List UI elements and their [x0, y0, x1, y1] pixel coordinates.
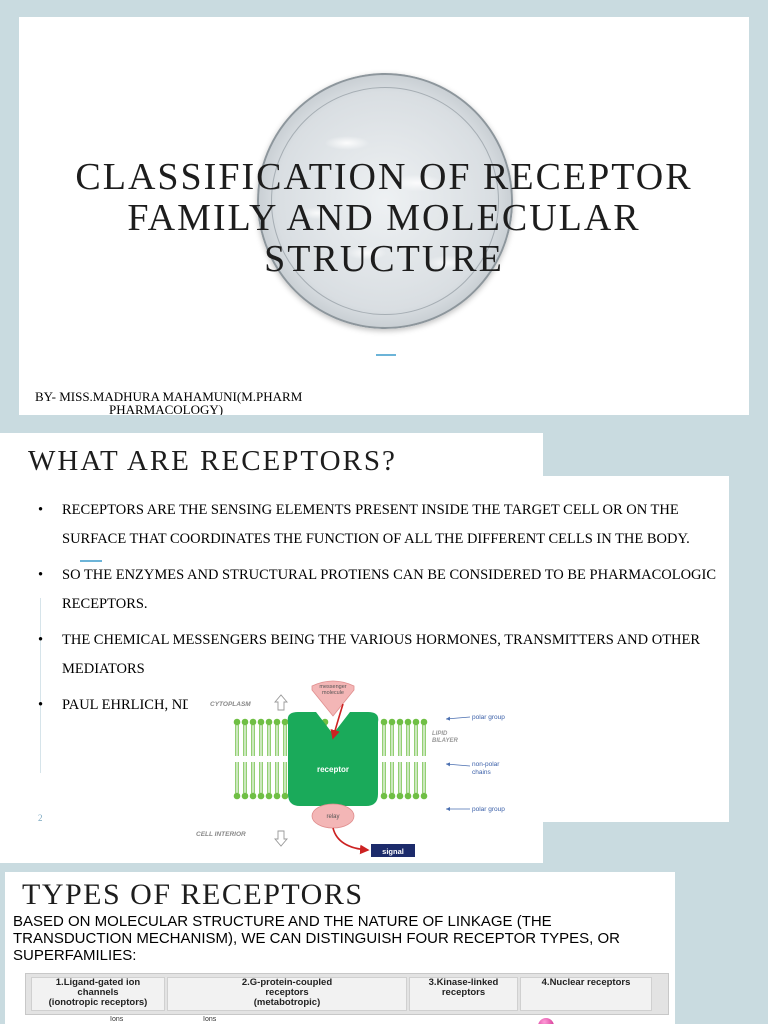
bullet-marker: •	[38, 632, 44, 648]
bullet-marker: •	[38, 697, 44, 713]
receptor-type-cell: 4.Nuclear receptors	[520, 977, 652, 1011]
signal-arrow	[332, 827, 370, 855]
bullet-marker: •	[38, 567, 44, 583]
receptor-label: receptor	[317, 765, 349, 774]
slide-title: TYPES OF RECEPTORS	[22, 878, 364, 911]
receptor-type-cell: 1.Ligand-gated ion channels (ionotropic …	[31, 977, 165, 1011]
slide-number: 2	[38, 813, 43, 823]
messenger-molecule	[311, 680, 355, 717]
receptor-diagram: CYTOPLASM CELL INTERIOR messenger molecu…	[188, 676, 528, 860]
author-line: PHARMACOLOGY)	[109, 402, 224, 415]
presentation-title: CLASSIFICATION OF RECEPTOR FAMILY AND MO…	[19, 157, 749, 280]
nonpolar-chains-label: non-polar	[472, 761, 500, 768]
cell-line: 3.Kinase-linked	[428, 977, 499, 988]
cell-line: 4.Nuclear receptors	[541, 977, 631, 988]
lipid-bilayer-right	[380, 718, 428, 800]
down-arrow-icon	[274, 830, 288, 847]
receptor-type-cell: 2.G-protein-coupled receptors (metabotro…	[167, 977, 407, 1011]
bullet-marker: •	[38, 502, 44, 518]
receptor-diagram-svg: CYTOPLASM CELL INTERIOR messenger molecu…	[196, 680, 505, 857]
up-arrow-icon	[274, 694, 288, 711]
receptor-type-cell: 3.Kinase-linked receptors	[409, 977, 518, 1011]
polar-group-label: polar group	[472, 714, 505, 721]
lipid-bilayer-label: LIPID	[432, 731, 448, 737]
ions-label: Ions	[110, 1016, 124, 1023]
petri-dish-image	[257, 73, 513, 329]
cell-line: 2.G-protein-coupled	[241, 977, 333, 988]
ions-label: Ions	[203, 1016, 217, 1023]
petri-dish-rim	[271, 87, 499, 315]
intro-text: BASED ON MOLECULAR STRUCTURE AND THE NAT…	[13, 913, 620, 964]
bullet-item: • THE CHEMICAL MESSENGERS BEING THE VARI…	[0, 626, 730, 684]
author-credit: BY- MISS.MADHURA MAHAMUNI(M.PHARM PHARMA…	[35, 390, 302, 415]
receptor-protein	[287, 712, 379, 806]
title-line: CLASSIFICATION OF RECEPTOR	[75, 156, 693, 198]
slide-2-extension	[543, 476, 729, 822]
cell-line: receptors	[265, 987, 309, 998]
bullet-list: • RECEPTORS ARE THE SENSING ELEMENTS PRE…	[0, 496, 730, 727]
signal-box	[371, 844, 415, 857]
accent-line	[80, 560, 102, 562]
bullet-text: THE CHEMICAL MESSENGERS BEING THE VARIOU…	[62, 632, 701, 677]
cell-line: channels	[77, 987, 119, 998]
nonpolar-chains-label: chains	[472, 769, 492, 776]
cell-interior-label: CELL INTERIOR	[196, 831, 246, 838]
messenger-label: molecule	[322, 690, 344, 696]
bullet-text: RECEPTORS ARE THE SENSING ELEMENTS PRESE…	[62, 502, 690, 547]
cytoplasm-label: CYTOPLASM	[210, 701, 251, 708]
ligand-molecule	[538, 1018, 554, 1024]
title-slide: CLASSIFICATION OF RECEPTOR FAMILY AND MO…	[19, 17, 749, 415]
bullet-item: • RECEPTORS ARE THE SENSING ELEMENTS PRE…	[0, 496, 730, 554]
cell-line: (ionotropic receptors)	[48, 997, 148, 1008]
relay-label: relay	[326, 814, 339, 820]
label-pointer	[445, 716, 471, 721]
title-line: FAMILY AND MOLECULAR	[127, 197, 641, 239]
cell-line: receptors	[441, 987, 486, 998]
divider	[40, 598, 41, 773]
binding-arrow	[330, 703, 344, 740]
receptor-types-table: 1.Ligand-gated ion channels (ionotropic …	[25, 973, 669, 1015]
lipid-bilayer-label: BILAYER	[432, 738, 459, 744]
polar-group-label: polar group	[472, 806, 505, 813]
accent-line	[376, 354, 396, 356]
slide-title: WHAT ARE RECEPTORS?	[28, 445, 397, 477]
bullet-item: • SO THE ENZYMES AND STRUCTURAL PROTIENS…	[0, 561, 730, 619]
cell-line: 1.Ligand-gated ion	[55, 977, 141, 988]
signal-label: signal	[382, 847, 404, 856]
cell-line: (metabotropic)	[253, 997, 321, 1008]
messenger-label: messenger	[319, 684, 346, 690]
author-line: BY- MISS.MADHURA MAHAMUNI(M.PHARM	[35, 389, 303, 404]
label-pointer	[445, 762, 471, 767]
title-line: STRUCTURE	[264, 238, 504, 280]
bullet-text: SO THE ENZYMES AND STRUCTURAL PROTIENS C…	[62, 567, 717, 612]
types-slide: TYPES OF RECEPTORS BASED ON MOLECULAR ST…	[5, 872, 675, 1024]
